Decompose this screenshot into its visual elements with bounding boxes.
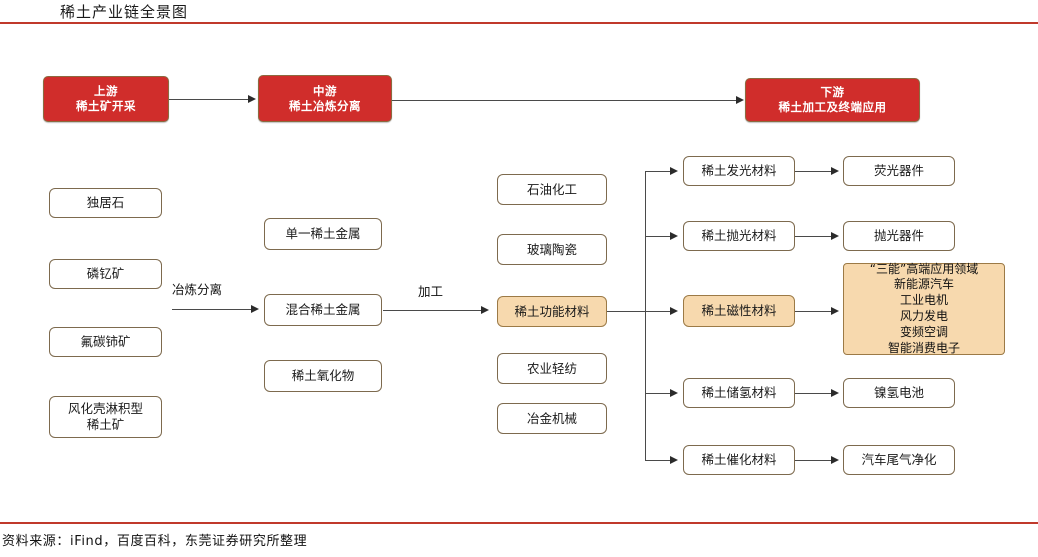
arrowhead-material-5: [670, 455, 678, 464]
stage-upstream-line2: 稀土矿开采: [76, 99, 136, 113]
material-label-1: 稀土发光材料: [701, 163, 777, 179]
application-label-2: 玻璃陶瓷: [526, 241, 577, 257]
enduse-box-5[interactable]: 汽车尾气净化: [843, 445, 955, 475]
enduse-box-4[interactable]: 镍氢电池: [843, 378, 955, 408]
stage-box-midstream[interactable]: 中游 稀土冶炼分离: [258, 75, 392, 122]
material-label-4: 稀土储氢材料: [701, 385, 777, 401]
connector-materials-trunk: [645, 171, 647, 461]
ore-label-2: 磷钇矿: [86, 266, 125, 282]
arrowhead-enduse-3: [831, 306, 839, 315]
ore-box-1[interactable]: 独居石: [49, 188, 162, 218]
page-title: 稀土产业链全景图: [60, 3, 189, 21]
connector-material-4-enduse: [795, 393, 833, 395]
connector-metals-applications: [383, 310, 483, 312]
highend-line-3: 工业电机: [899, 293, 948, 308]
connector-midstream-downstream: [392, 100, 738, 102]
application-box-4[interactable]: 农业轻纺: [497, 353, 607, 384]
arrowhead-enduse-4: [831, 388, 839, 397]
material-box-4[interactable]: 稀土储氢材料: [683, 378, 795, 408]
arrowhead-enduse-5: [831, 455, 839, 464]
arrowhead-ores-metals: [251, 304, 259, 313]
connector-material-2-enduse: [795, 236, 833, 238]
arrowhead-material-2: [670, 231, 678, 240]
ore-box-2[interactable]: 磷钇矿: [49, 259, 162, 289]
source-note: 资料来源：iFind，百度百科，东莞证券研究所整理: [2, 534, 308, 549]
connector-ores-metals: [172, 309, 254, 311]
connector-branch-material-1: [645, 171, 673, 173]
connector-material-1-enduse: [795, 171, 833, 173]
highend-line-1: “三能”高端应用领域: [869, 261, 979, 276]
arrowhead-upstream-midstream: [248, 94, 256, 103]
application-box-3[interactable]: 稀土功能材料: [497, 296, 607, 327]
material-label-2: 稀土抛光材料: [701, 228, 777, 244]
arrowhead-material-3: [670, 306, 678, 315]
ore-label-1: 独居石: [86, 195, 125, 211]
stage-box-downstream[interactable]: 下游 稀土加工及终端应用: [745, 78, 920, 122]
metal-label-1: 单一稀土金属: [285, 226, 361, 242]
highend-line-2: 新能源汽车: [893, 277, 954, 292]
application-label-5: 冶金机械: [526, 410, 577, 426]
edge-label-smelting: 冶炼分离: [172, 282, 223, 297]
arrowhead-enduse-1: [831, 166, 839, 175]
material-box-1[interactable]: 稀土发光材料: [683, 156, 795, 186]
metal-label-3: 稀土氧化物: [291, 368, 355, 384]
ore-box-4[interactable]: 风化壳淋积型 稀土矿: [49, 396, 162, 438]
stage-box-upstream[interactable]: 上游 稀土矿开采: [43, 76, 169, 122]
connector-material-5-enduse: [795, 460, 833, 462]
connector-branch-material-3: [645, 311, 673, 313]
material-label-3: 稀土磁性材料: [701, 303, 777, 319]
arrowhead-material-1: [670, 166, 678, 175]
application-label-1: 石油化工: [526, 181, 577, 197]
connector-branch-material-4: [645, 393, 673, 395]
arrowhead-metals-applications: [481, 305, 489, 314]
application-box-1[interactable]: 石油化工: [497, 174, 607, 205]
metal-box-2[interactable]: 混合稀土金属: [264, 294, 382, 326]
highend-line-6: 智能消费电子: [887, 340, 960, 355]
material-box-5[interactable]: 稀土催化材料: [683, 445, 795, 475]
header-divider: [0, 22, 1038, 24]
metal-label-2: 混合稀土金属: [285, 302, 361, 318]
stage-midstream-line2: 稀土冶炼分离: [289, 98, 361, 113]
ore-label-3: 氟碳铈矿: [80, 334, 131, 350]
connector-upstream-midstream: [169, 99, 251, 101]
stage-downstream-line1: 下游: [820, 85, 845, 100]
enduse-box-1[interactable]: 荧光器件: [843, 156, 955, 186]
enduse-box-3-highend[interactable]: “三能”高端应用领域 新能源汽车 工业电机 风力发电 变频空调 智能消费电子: [843, 261, 1005, 355]
metal-box-1[interactable]: 单一稀土金属: [264, 218, 382, 250]
application-box-5[interactable]: 冶金机械: [497, 403, 607, 434]
stage-midstream-line1: 中游: [313, 83, 337, 98]
connector-material-3-enduse: [795, 311, 833, 313]
metal-box-3[interactable]: 稀土氧化物: [264, 360, 382, 392]
ore-box-3[interactable]: 氟碳铈矿: [49, 327, 162, 357]
enduse-box-2[interactable]: 抛光器件: [843, 221, 955, 251]
stage-upstream-line1: 上游: [94, 84, 118, 99]
enduse-label-5: 汽车尾气净化: [861, 452, 937, 468]
stage-downstream-line2: 稀土加工及终端应用: [778, 100, 887, 114]
material-label-5: 稀土催化材料: [701, 452, 777, 468]
enduse-label-2: 抛光器件: [873, 228, 924, 244]
ore-label-4b: 稀土矿: [86, 417, 125, 432]
application-box-2[interactable]: 玻璃陶瓷: [497, 234, 607, 265]
application-label-3: 稀土功能材料: [514, 303, 590, 319]
ore-label-4a: 风化壳淋积型: [67, 400, 143, 416]
footer-divider: [0, 522, 1038, 524]
material-box-3[interactable]: 稀土磁性材料: [683, 295, 795, 327]
highend-line-5: 变频空调: [899, 324, 948, 339]
highend-line-4: 风力发电: [899, 309, 948, 323]
edge-label-processing: 加工: [418, 284, 444, 299]
connector-functional-trunk-stem: [607, 311, 645, 313]
material-box-2[interactable]: 稀土抛光材料: [683, 221, 795, 251]
connector-branch-material-5: [645, 460, 673, 462]
connector-branch-material-2: [645, 236, 673, 238]
arrowhead-midstream-downstream: [736, 95, 744, 104]
application-label-4: 农业轻纺: [526, 360, 577, 376]
arrowhead-enduse-2: [831, 231, 839, 240]
arrowhead-material-4: [670, 388, 678, 397]
enduse-label-4: 镍氢电池: [873, 385, 924, 401]
enduse-label-1: 荧光器件: [873, 163, 924, 179]
